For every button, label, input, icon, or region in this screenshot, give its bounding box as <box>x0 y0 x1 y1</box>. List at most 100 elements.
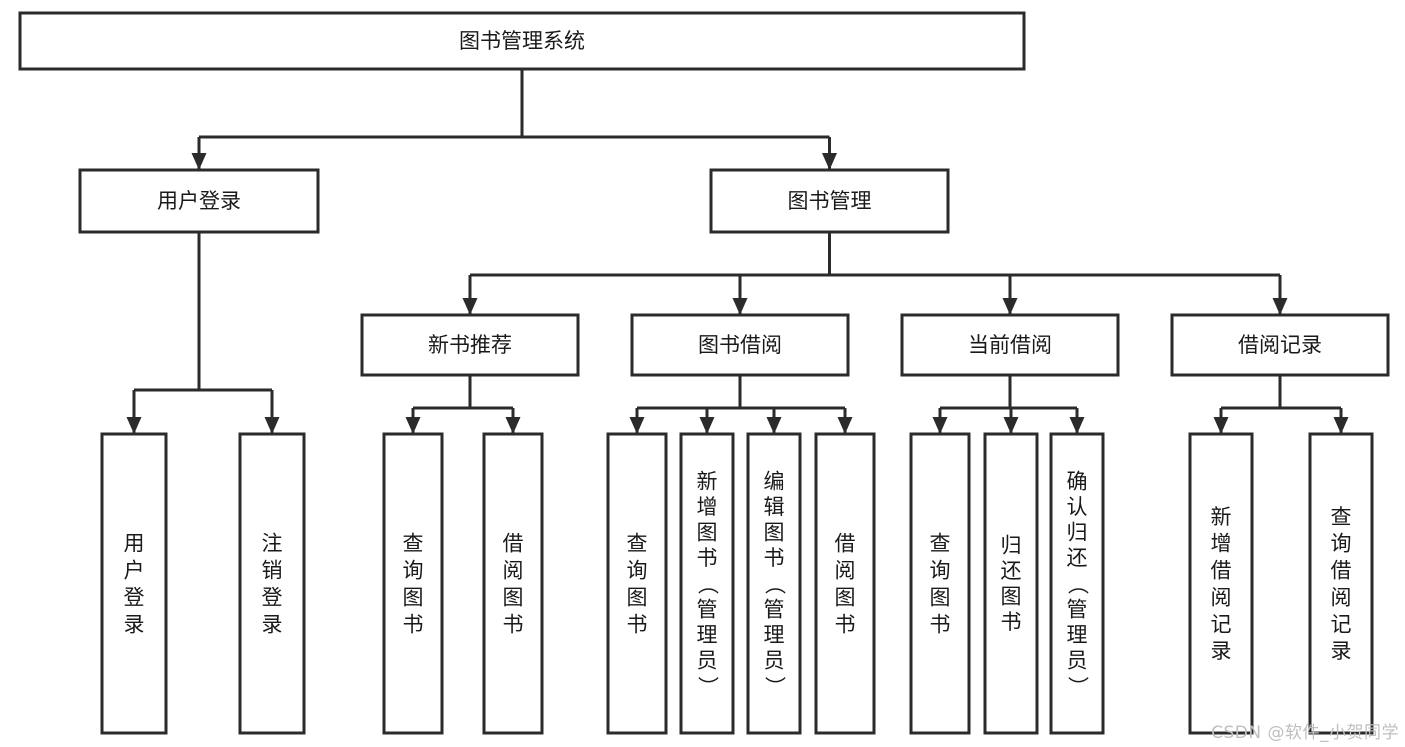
node-level3-借阅记录[interactable]: 借阅记录 <box>1170 313 1390 377</box>
node-label-char: 归 <box>1067 520 1088 544</box>
node-label-char: 借 <box>835 532 856 556</box>
edge-arrowhead <box>1272 298 1288 315</box>
node-label-char: 管 <box>1067 597 1088 621</box>
node-box <box>983 432 1039 735</box>
node-label-char: （ <box>695 574 719 595</box>
node-label-char: 询 <box>930 559 951 583</box>
node-label-char: （ <box>762 574 786 595</box>
edge-arrowhead <box>629 417 645 434</box>
node-box <box>814 432 876 735</box>
edge-arrowhead <box>732 298 748 315</box>
node-box <box>1188 432 1254 735</box>
node-label-char: 理 <box>1067 623 1088 647</box>
node-label-char: 辑 <box>764 495 785 519</box>
node-box <box>1308 432 1374 735</box>
node-label-char: 增 <box>1211 532 1232 556</box>
node-box <box>606 432 668 735</box>
node-label-char: 员 <box>1067 648 1088 672</box>
edge-arrowhead <box>1213 417 1229 434</box>
node-label-char: 注 <box>262 532 283 556</box>
node-label-char: 登 <box>262 585 283 609</box>
node-label-char: 图 <box>764 520 785 544</box>
node-box <box>909 432 971 735</box>
node-box <box>360 313 580 377</box>
node-label-char: 图 <box>835 585 856 609</box>
node-label-char: 书 <box>503 612 524 636</box>
node-box <box>382 432 444 735</box>
node-label-char: 书 <box>403 612 424 636</box>
node-label-char: 用 <box>124 532 145 556</box>
edge-arrowhead <box>191 153 207 170</box>
node-box <box>630 313 850 377</box>
edge-group-bookmgmt-to-level3 <box>462 232 1288 315</box>
edge-arrowhead <box>405 417 421 434</box>
node-label-char: 理 <box>697 623 718 647</box>
node-label-char: 新 <box>697 469 718 493</box>
node-root-图书管理系统[interactable]: 图书管理系统 <box>18 11 1026 71</box>
edge-arrowhead <box>505 417 521 434</box>
nodes-layer: 图书管理系统用户登录图书管理新书推荐图书借阅当前借阅借阅记录用户登录注销登录查询… <box>18 11 1390 735</box>
node-label-char: 图 <box>503 585 524 609</box>
node-level3-当前借阅[interactable]: 当前借阅 <box>900 313 1120 377</box>
node-label-char: 书 <box>835 612 856 636</box>
node-level2-图书管理[interactable]: 图书管理 <box>709 168 950 234</box>
node-level3-新书推荐[interactable]: 新书推荐 <box>360 313 580 377</box>
node-label-char: 查 <box>627 532 648 556</box>
edge-arrowhead <box>126 417 142 434</box>
node-label-char: 还 <box>1001 559 1022 583</box>
node-level2-用户登录[interactable]: 用户登录 <box>78 168 320 234</box>
edge-group-图书借阅-to-leaves <box>629 375 853 434</box>
node-label: 图书借阅 <box>698 333 782 357</box>
node-label-char: 记 <box>1211 612 1232 636</box>
node-box <box>1170 313 1390 377</box>
node-label-char: 记 <box>1331 612 1352 636</box>
node-label-char: ） <box>1065 676 1089 697</box>
node-box <box>679 432 735 735</box>
node-box <box>18 11 1026 71</box>
node-label-char: 图 <box>1001 584 1022 608</box>
node-label-char: 查 <box>930 532 951 556</box>
node-leaf-用户登录[interactable]: 用户登录 <box>100 432 168 735</box>
node-box <box>100 432 168 735</box>
edge-arrowhead <box>462 298 478 315</box>
node-label-char: 图 <box>930 585 951 609</box>
node-label-char: 编 <box>764 469 785 493</box>
edge-group-userlogin-to-leaves <box>126 232 280 434</box>
node-label-char: 员 <box>764 648 785 672</box>
edge-arrowhead <box>837 417 853 434</box>
node-label-char: 阅 <box>1211 585 1232 609</box>
edge-arrowhead <box>822 153 837 170</box>
node-label: 用户登录 <box>157 189 241 213</box>
node-label: 图书管理系统 <box>459 29 585 53</box>
node-label-char: 询 <box>627 559 648 583</box>
node-label-char: 查 <box>1331 505 1352 529</box>
node-label-char: 借 <box>1331 559 1352 583</box>
node-box <box>900 313 1120 377</box>
node-label-char: 阅 <box>835 559 856 583</box>
node-label-char: 新 <box>1211 505 1232 529</box>
node-label-char: 员 <box>697 648 718 672</box>
node-label-char: 归 <box>1001 533 1022 557</box>
node-level3-图书借阅[interactable]: 图书借阅 <box>630 313 850 377</box>
node-label-char: 认 <box>1067 495 1088 519</box>
edges-layer <box>126 69 1349 434</box>
edge-group-当前借阅-to-leaves <box>932 375 1085 434</box>
node-box <box>238 432 306 735</box>
edge-group-借阅记录-to-leaves <box>1213 375 1349 434</box>
node-label-char: 录 <box>262 612 283 636</box>
node-label-char: 图 <box>697 520 718 544</box>
node-label: 当前借阅 <box>968 333 1052 357</box>
